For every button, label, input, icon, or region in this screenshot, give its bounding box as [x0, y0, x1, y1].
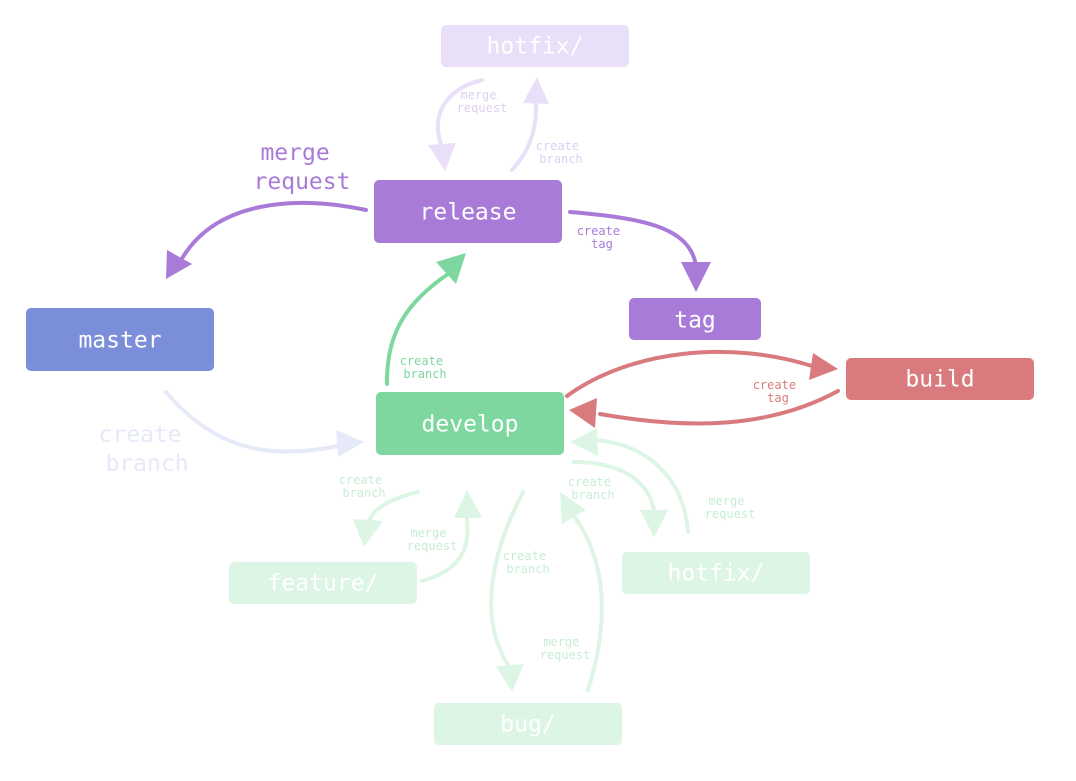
label-merge-request-hotfix-top: merge request: [457, 88, 508, 115]
label-merge-request-bug: merge request: [540, 635, 591, 662]
edge-release-to-hotfix: [510, 98, 539, 172]
edge-feature-to-develop: [420, 518, 470, 583]
node-bug-label: bug/: [500, 712, 555, 738]
arrowhead-master-to-develop: [336, 430, 364, 457]
node-master[interactable]: master: [26, 308, 214, 371]
arrowhead-develop-to-build: [809, 353, 838, 380]
label-merge-request-hotfix-bottom: merge request: [705, 494, 756, 521]
edge-hotfix-to-release: [435, 78, 484, 147]
label-create-tag-build: create tag: [753, 378, 804, 405]
node-hotfix-top[interactable]: hotfix/: [441, 25, 629, 67]
arrowhead-hotfix-to-release: [428, 143, 456, 171]
edge-release-to-master: [178, 200, 368, 264]
label-create-branch-bug: create branch: [503, 549, 554, 576]
label-create-branch-hotfix-top: create branch: [536, 139, 587, 166]
node-build-label: build: [905, 367, 974, 393]
node-feature[interactable]: feature/: [229, 562, 417, 604]
arrowhead-develop-to-bug: [496, 664, 524, 692]
arrowhead-bug-to-develop: [560, 492, 586, 524]
node-hotfix-top-label: hotfix/: [487, 34, 584, 60]
nodes: hotfix/ release master tag develop build…: [26, 25, 1034, 745]
node-hotfix-bottom[interactable]: hotfix/: [622, 552, 810, 594]
edge-labels: merge request merge request create branc…: [99, 88, 804, 662]
node-build[interactable]: build: [846, 358, 1034, 400]
label-create-branch-feature: create branch: [339, 473, 390, 500]
arrowhead-build-to-develop: [569, 398, 597, 428]
arrowhead-develop-to-hotfix: [640, 510, 668, 537]
edge-develop-to-bug: [489, 490, 525, 667]
node-bug[interactable]: bug/: [434, 703, 622, 745]
node-tag[interactable]: tag: [629, 298, 761, 340]
label-create-branch-hotfix-bottom: create branch: [568, 475, 619, 502]
label-create-branch-release: create branch: [400, 354, 451, 381]
node-release-label: release: [420, 200, 517, 226]
edges: [164, 77, 840, 692]
edge-bug-to-develop: [572, 514, 604, 692]
node-hotfix-bottom-label: hotfix/: [668, 561, 765, 587]
edge-build-to-develop: [598, 389, 840, 426]
label-merge-request-feature: merge request: [407, 526, 458, 553]
node-feature-label: feature/: [268, 571, 379, 597]
label-create-branch-master: create branch: [99, 422, 196, 477]
arrowhead-feature-to-develop: [454, 490, 482, 518]
edge-develop-to-release: [384, 272, 450, 386]
arrowhead-hotfix-to-develop: [570, 428, 598, 456]
edge-hotfix-to-develop: [594, 438, 690, 534]
edge-master-to-develop: [164, 390, 340, 454]
node-develop[interactable]: develop: [376, 392, 564, 455]
label-merge-request-master: merge request: [254, 140, 351, 195]
edge-release-to-tag: [568, 210, 698, 268]
node-master-label: master: [78, 328, 161, 354]
arrowhead-develop-to-feature: [353, 519, 383, 547]
arrowhead-develop-to-release: [436, 253, 466, 284]
arrowhead-release-to-master: [166, 250, 192, 279]
arrowhead-release-to-tag: [681, 262, 711, 292]
node-develop-label: develop: [422, 412, 519, 438]
edge-develop-to-build: [565, 349, 814, 398]
node-tag-label: tag: [674, 308, 716, 334]
arrowhead-release-to-hotfix: [523, 77, 549, 104]
label-create-tag-release: create tag: [577, 224, 628, 251]
node-release[interactable]: release: [374, 180, 562, 243]
edge-develop-to-hotfix: [572, 460, 656, 512]
